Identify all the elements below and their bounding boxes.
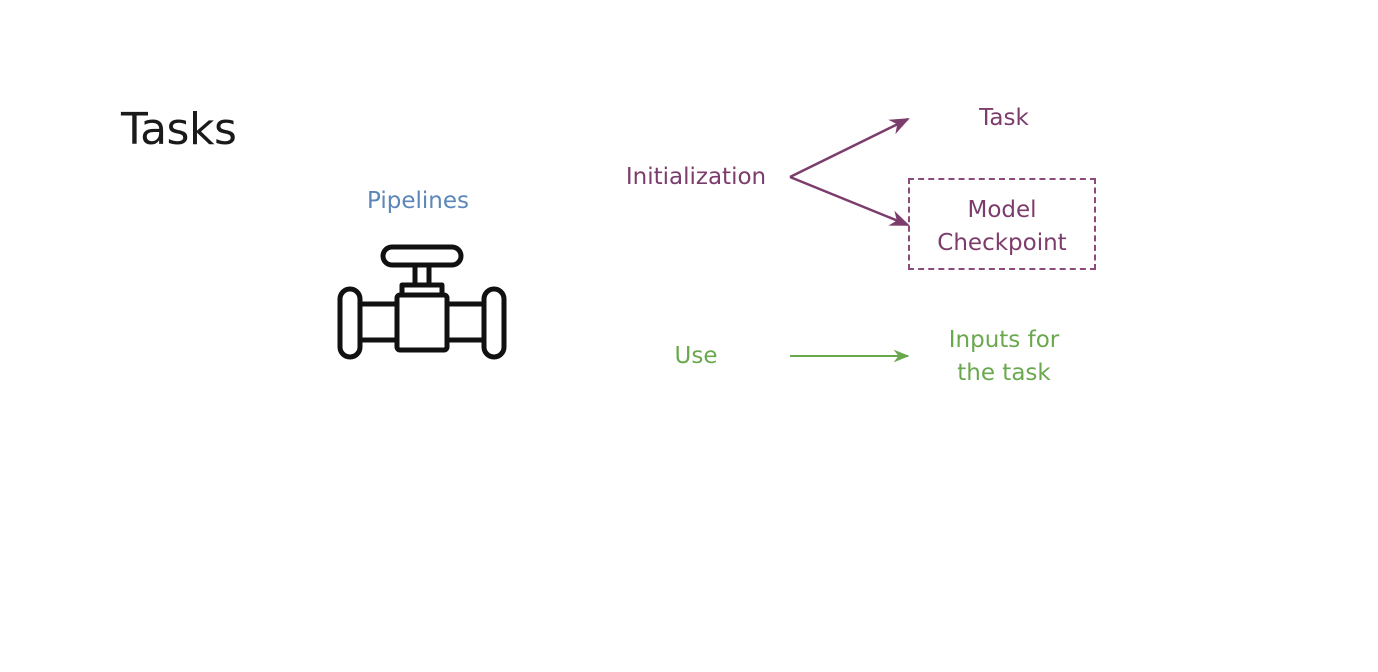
initialization-label: Initialization — [625, 164, 767, 190]
model-checkpoint-line1: Model — [967, 197, 1037, 223]
arrow-to-task — [789, 117, 910, 179]
model-checkpoint-line2: Checkpoint — [937, 230, 1067, 256]
pipelines-label: Pipelines — [367, 188, 469, 214]
inputs-line1: Inputs for — [948, 327, 1060, 353]
model-checkpoint-box: Model Checkpoint — [908, 178, 1096, 270]
use-label: Use — [674, 343, 718, 369]
model-checkpoint-label: Model Checkpoint — [910, 194, 1094, 260]
task-label: Task — [979, 105, 1029, 131]
arrow-to-model-checkpoint — [789, 175, 910, 227]
inputs-line2: the task — [957, 360, 1051, 386]
inputs-for-task-label: Inputs for the task — [914, 324, 1094, 390]
pipe-valve-icon — [337, 244, 507, 360]
slide-title: Tasks — [121, 104, 237, 155]
